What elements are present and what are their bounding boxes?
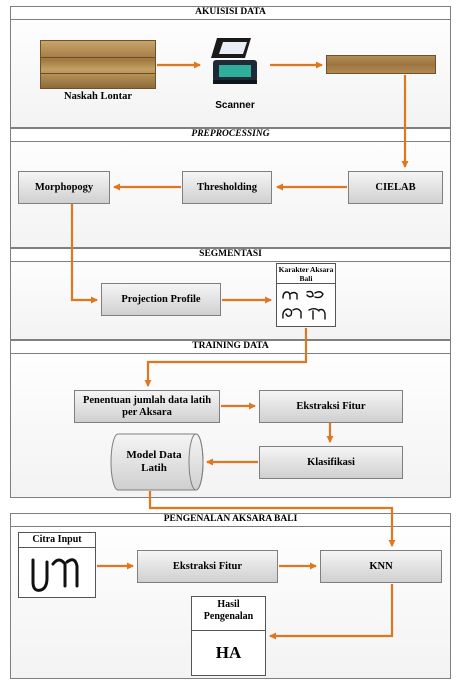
model-data-latih-cylinder: Model Data Latih [110, 433, 204, 491]
citra-input-title: Citra Input [19, 533, 95, 548]
balinese-script-glyphs [282, 290, 326, 320]
scanned-lontar-image [326, 55, 436, 74]
section-title-pengenalan: PENGENALAN AKSARA BALI [11, 514, 450, 527]
cielab-box: CIELAB [348, 171, 443, 204]
section-title-segmentasi: SEGMENTASI [11, 249, 450, 262]
input-glyph-image [31, 558, 79, 592]
klasifikasi-box: Klasifikasi [259, 446, 403, 479]
penentuan-box: Penentuan jumlah data latih per Aksara [74, 390, 220, 423]
citra-input-box: Citra Input [18, 532, 96, 598]
hasil-pengenalan-value: HA [215, 643, 242, 662]
training-ekstraksi-box: Ekstraksi Fitur [259, 390, 403, 423]
section-segmentasi: SEGMENTASI [10, 248, 451, 340]
section-title-training: TRAINING DATA [11, 341, 450, 354]
hasil-pengenalan-box: Hasil Pengenalan HA [191, 596, 266, 676]
projection-profile-box: Projection Profile [101, 283, 221, 316]
scanner-label: Scanner [215, 100, 255, 111]
naskah-lontar-label: Naskah Lontar [64, 91, 132, 102]
model-data-latih-label: Model Data Latih [126, 449, 182, 474]
section-title-akuisisi: AKUISISI DATA [11, 7, 450, 20]
karakter-aksara-box: Karakter Aksara Bali [276, 263, 336, 327]
lontar-manuscript-image [40, 40, 156, 89]
thresholding-box: Thresholding [182, 171, 272, 204]
section-title-preprocessing: PREPROCESSING [11, 129, 450, 142]
knn-box: KNN [320, 550, 442, 583]
scanner-icon [205, 36, 265, 88]
hasil-pengenalan-title: Hasil Pengenalan [192, 597, 265, 631]
karakter-aksara-title: Karakter Aksara Bali [277, 265, 335, 284]
pengenalan-ekstraksi-box: Ekstraksi Fitur [137, 550, 278, 583]
morphology-box: Morphopogy [18, 171, 110, 204]
